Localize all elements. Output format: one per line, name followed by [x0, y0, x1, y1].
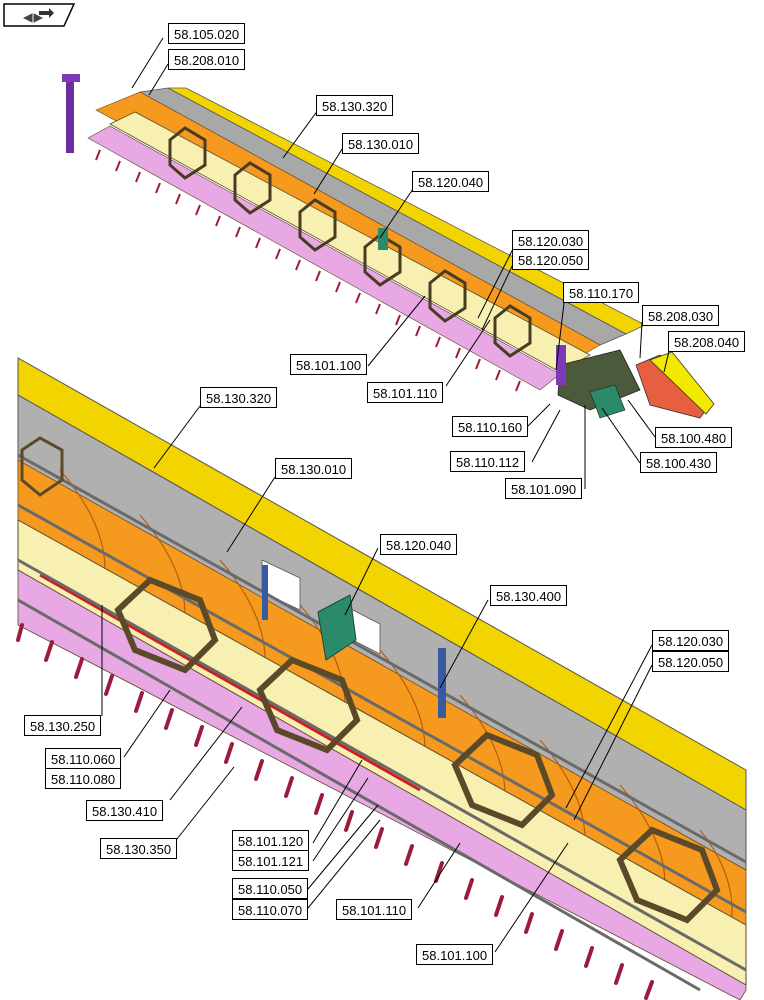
callout-58-101-090[interactable]: 58.101.090: [505, 478, 583, 499]
callout-58-101-120[interactable]: 58.101.120: [232, 830, 310, 851]
callout-58-120-030[interactable]: 58.120.030: [512, 230, 590, 251]
callout-58-208-030[interactable]: 58.208.030: [642, 305, 720, 326]
callout-58-130-250[interactable]: 58.130.250: [24, 715, 102, 736]
callout-58-110-050[interactable]: 58.110.050: [232, 878, 309, 899]
nav-back-tab[interactable]: [3, 3, 76, 27]
callout-58-101-121[interactable]: 58.101.121: [232, 850, 310, 871]
top-reel-tube: [109, 111, 591, 373]
callout-58-120-050-detail[interactable]: 58.120.050: [652, 651, 730, 672]
callout-58-130-320[interactable]: 58.130.320: [316, 95, 394, 116]
callout-58-110-080[interactable]: 58.110.080: [45, 768, 122, 789]
callout-58-110-112[interactable]: 58.110.112: [450, 451, 526, 472]
callout-58-110-060[interactable]: 58.110.060: [45, 748, 122, 769]
callout-58-120-040[interactable]: 58.120.040: [412, 171, 490, 192]
callout-58-110-170[interactable]: 58.110.170: [563, 282, 640, 303]
callout-58-101-100[interactable]: 58.101.100: [290, 354, 368, 375]
callout-58-130-400[interactable]: 58.130.400: [490, 585, 568, 606]
callout-58-101-110-detail[interactable]: 58.101.110: [336, 899, 413, 920]
callout-58-130-010[interactable]: 58.130.010: [342, 133, 420, 154]
callout-58-208-010[interactable]: 58.208.010: [168, 49, 246, 70]
callout-58-130-410[interactable]: 58.130.410: [86, 800, 164, 821]
callout-58-101-100-detail[interactable]: 58.101.100: [416, 944, 494, 965]
callout-58-130-350[interactable]: 58.130.350: [100, 838, 178, 859]
callout-58-105-020[interactable]: 58.105.020: [168, 23, 246, 44]
left-end-post: [66, 78, 74, 153]
top-header-overview: [62, 74, 715, 419]
callout-58-208-040[interactable]: 58.208.040: [668, 331, 746, 352]
callout-58-120-040-detail[interactable]: 58.120.040: [380, 534, 458, 555]
callout-58-120-050[interactable]: 58.120.050: [512, 249, 590, 270]
book-open-arrow-icon: [23, 8, 54, 23]
callout-58-100-430[interactable]: 58.100.430: [640, 452, 718, 473]
callout-58-130-010-detail[interactable]: 58.130.010: [275, 458, 353, 479]
callout-58-130-320-detail[interactable]: 58.130.320: [200, 387, 278, 408]
top-leader-lines: [131, 37, 671, 489]
bottom-leader-lines: [101, 405, 653, 953]
callout-58-110-160[interactable]: 58.110.160: [452, 416, 529, 437]
detail-cutter-area: [17, 569, 747, 1000]
callout-58-120-030-detail[interactable]: 58.120.030: [652, 630, 730, 651]
callout-58-100-480[interactable]: 58.100.480: [655, 427, 733, 448]
bottom-header-detail: [16, 357, 747, 1000]
callout-58-101-110[interactable]: 58.101.110: [367, 382, 444, 403]
callout-58-110-070[interactable]: 58.110.070: [232, 899, 309, 920]
